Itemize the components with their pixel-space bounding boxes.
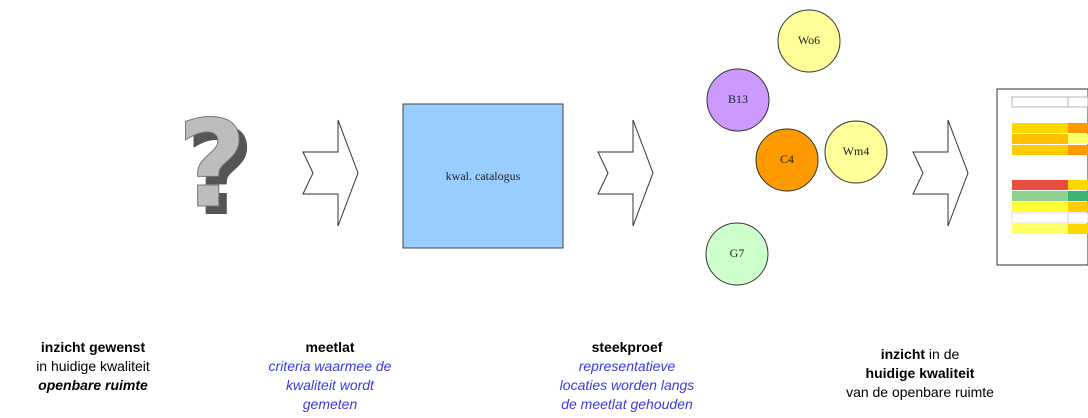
circle-wm4 (824, 120, 888, 184)
caption-step-2-desc3: gemeten (302, 396, 358, 412)
svg-text:?: ? (177, 96, 247, 235)
caption-step-3-title: steekproef (591, 339, 663, 355)
caption-step-1-line2: in huidige kwaliteit (36, 358, 150, 374)
circle-label-b13: B13 (727, 92, 748, 106)
caption-step-3-desc2: locaties worden langs (559, 377, 695, 393)
caption-step-3: steekproef representatieve locaties word… (527, 338, 727, 414)
circle-b13 (706, 68, 770, 132)
circle-label-wm4: Wm4 (842, 144, 870, 158)
caption-step-2-title: meetlat (305, 339, 355, 355)
question-mark-icon: ? ? (177, 96, 255, 244)
caption-step-2: meetlat criteria waarmee de kwaliteit wo… (240, 338, 420, 414)
circle-wo6 (777, 9, 841, 73)
caption-step-4-plain2: van de openbare ruimte (846, 384, 994, 400)
process-arrow-2 (597, 119, 654, 227)
caption-step-2-desc1: criteria waarmee de (268, 358, 392, 374)
catalog-label: kwal. catalogus (445, 168, 521, 183)
circle-label-wo6: Wo6 (797, 33, 821, 47)
caption-step-4-bold1: inzicht (880, 346, 926, 362)
circle-g7 (705, 222, 769, 286)
report-thumbnail (996, 88, 1088, 266)
caption-step-3-desc3: de meetlat gehouden (561, 396, 693, 412)
catalog-box (402, 103, 564, 249)
caption-step-2-desc2: kwaliteit wordt (286, 377, 374, 393)
caption-step-1-line1: inzicht gewenst (40, 339, 146, 355)
process-arrow-1 (302, 119, 359, 227)
caption-step-4-plain1: in de (925, 346, 960, 362)
svg-text:?: ? (185, 104, 255, 243)
process-arrow-3 (912, 119, 969, 227)
caption-step-4: inzicht in de huidige kwaliteit van de o… (820, 345, 1020, 402)
caption-step-1: inzicht gewenst in huidige kwaliteit ope… (0, 338, 186, 395)
caption-step-3-desc1: representatieve (578, 358, 676, 374)
circle-label-c4: C4 (779, 152, 794, 166)
circle-label-g7: G7 (729, 246, 745, 260)
circle-c4 (755, 128, 819, 192)
caption-step-4-bold2: huidige kwaliteit (865, 365, 975, 381)
caption-step-1-line3: openbare ruimte (38, 377, 148, 393)
